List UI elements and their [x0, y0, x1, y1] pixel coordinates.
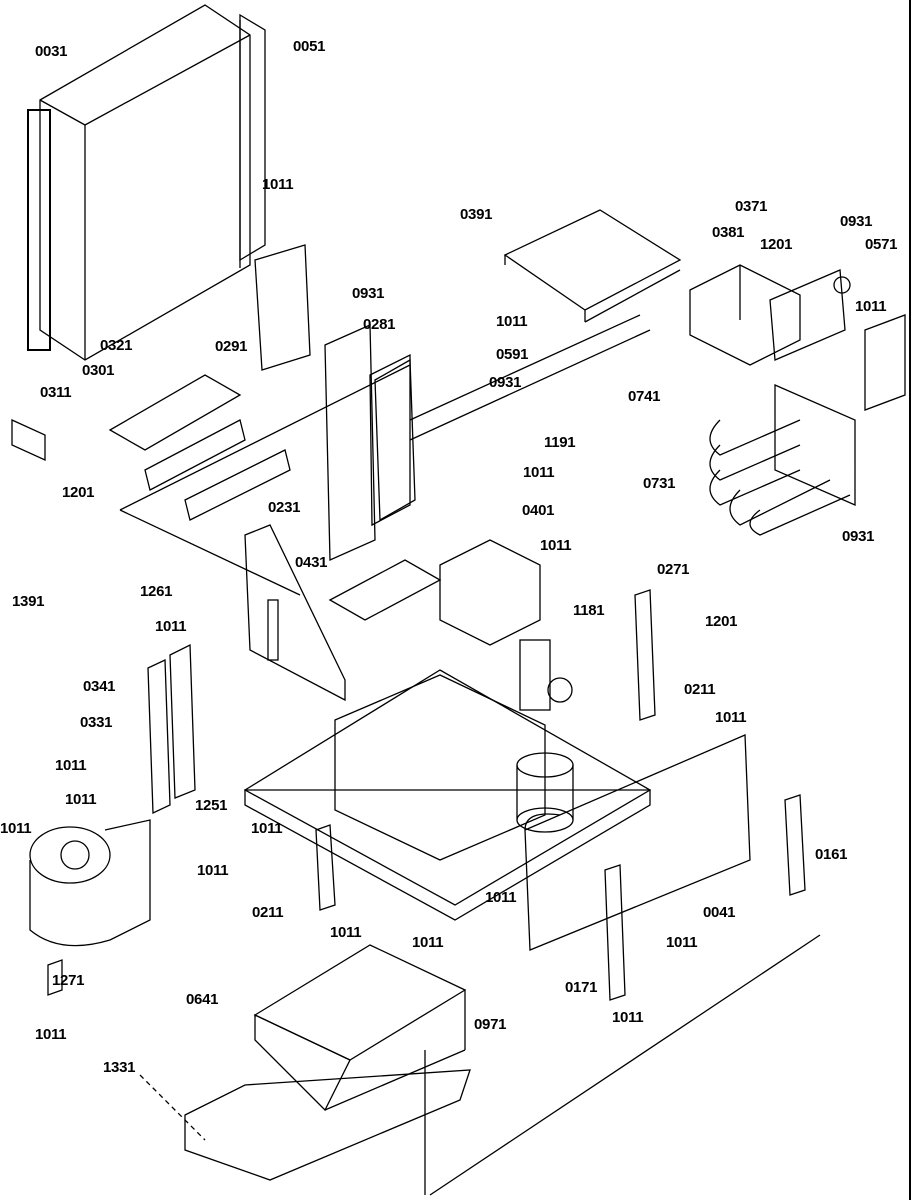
- coil-0041: [524, 734, 751, 951]
- callout-label-1251: 1251: [195, 797, 228, 814]
- callout-label-1011: 1011: [496, 313, 528, 330]
- callout-label-0041: 0041: [703, 904, 736, 921]
- callout-label-0931: 0931: [840, 213, 873, 230]
- callout-label-0321: 0321: [100, 337, 133, 354]
- callout-label-1011: 1011: [65, 791, 97, 808]
- panel-0231: [244, 524, 346, 702]
- callout-label-0271: 0271: [657, 561, 690, 578]
- callout-label-0571: 0571: [865, 236, 898, 253]
- callout-label-1011: 1011: [0, 820, 32, 837]
- callout-label-1201: 1201: [705, 613, 738, 630]
- callout-label-0371: 0371: [735, 198, 768, 215]
- callout-label-0641: 0641: [186, 991, 219, 1008]
- bracket-0211-left: [315, 824, 336, 911]
- callout-label-0591: 0591: [496, 346, 529, 363]
- panel-0281: [374, 358, 416, 522]
- channel-0311: [184, 449, 291, 521]
- callout-label-1181: 1181: [573, 602, 605, 619]
- callout-label-0391: 0391: [460, 206, 493, 223]
- callout-label-1271: 1271: [52, 972, 85, 989]
- callout-label-0931: 0931: [489, 374, 522, 391]
- bracket-0161: [784, 794, 806, 896]
- base-plate-0971: [184, 1069, 471, 1181]
- callout-label-0051: 0051: [293, 38, 326, 55]
- bracket-0171: [604, 864, 626, 1001]
- box-cover: [769, 269, 846, 361]
- callout-label-0301: 0301: [82, 362, 115, 379]
- callout-label-1011: 1011: [262, 176, 294, 193]
- callout-label-1011: 1011: [251, 820, 283, 837]
- callout-label-1201: 1201: [62, 484, 95, 501]
- callout-label-1201: 1201: [760, 236, 793, 253]
- channel-0301: [144, 419, 246, 491]
- callout-label-1011: 1011: [666, 934, 698, 951]
- callout-label-1261: 1261: [140, 583, 173, 600]
- housing: [334, 674, 546, 861]
- callout-label-0281: 0281: [363, 316, 396, 333]
- drain-pan: [253, 944, 467, 1061]
- bracket-1391: [11, 418, 46, 462]
- right-plate: [864, 314, 906, 411]
- callout-label-0291: 0291: [215, 338, 248, 355]
- callout-label-1011: 1011: [197, 862, 229, 879]
- evaporator-coil: [709, 384, 856, 536]
- callout-label-0971: 0971: [474, 1016, 507, 1033]
- callout-label-0341: 0341: [83, 678, 116, 695]
- compressor: [516, 639, 574, 833]
- callout-label-0211: 0211: [252, 904, 284, 921]
- channel-0321: [108, 374, 242, 451]
- callout-label-0161: 0161: [815, 846, 848, 863]
- bracket-0211-right: [634, 589, 656, 721]
- callout-label-1011: 1011: [55, 757, 87, 774]
- callout-label-1011: 1011: [612, 1009, 644, 1026]
- callout-label-0031: 0031: [35, 43, 68, 60]
- callout-label-0211: 0211: [684, 681, 716, 698]
- plate-0431: [328, 559, 442, 621]
- capacitor: [833, 276, 851, 294]
- side-panel: [239, 13, 266, 262]
- bracket-0341: [169, 643, 196, 799]
- callout-label-1191: 1191: [544, 434, 576, 451]
- callout-label-0431: 0431: [295, 554, 328, 571]
- panel-0291: [324, 324, 376, 561]
- callout-label-1011: 1011: [412, 934, 444, 951]
- callout-label-0171: 0171: [565, 979, 598, 996]
- blower-housing: [29, 819, 151, 996]
- callout-label-0231: 0231: [268, 499, 301, 516]
- callout-label-0731: 0731: [643, 475, 676, 492]
- callout-label-0331: 0331: [80, 714, 113, 731]
- callout-label-1331: 1331: [103, 1059, 136, 1076]
- control-box: [689, 264, 801, 366]
- callout-label-0931: 0931: [352, 285, 385, 302]
- callout-label-1391: 1391: [12, 593, 45, 610]
- callout-label-0401: 0401: [522, 502, 555, 519]
- base-pan: [243, 669, 652, 906]
- callout-label-1011: 1011: [523, 464, 555, 481]
- callout-label-0381: 0381: [712, 224, 745, 241]
- bracket-0331: [147, 658, 171, 815]
- callout-label-1011: 1011: [330, 924, 362, 941]
- callout-label-0311: 0311: [40, 384, 72, 401]
- callout-label-1011: 1011: [540, 537, 572, 554]
- callout-label-1011: 1011: [855, 298, 887, 315]
- callout-label-1011: 1011: [155, 618, 187, 635]
- callout-label-1011: 1011: [485, 889, 517, 906]
- callout-label-0741: 0741: [628, 388, 661, 405]
- callout-label-0931: 0931: [842, 528, 875, 545]
- callout-label-1011: 1011: [715, 709, 747, 726]
- duct-0401: [439, 539, 541, 646]
- mount-plate: [254, 244, 311, 371]
- top-tray: [503, 209, 682, 311]
- callout-label-1011: 1011: [35, 1026, 67, 1043]
